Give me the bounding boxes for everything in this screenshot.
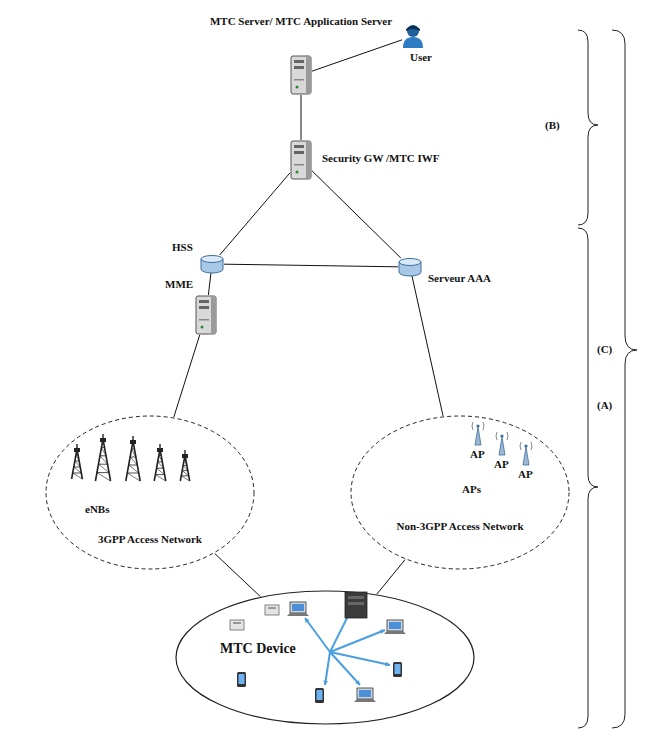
node-label: HSS <box>172 241 193 254</box>
node-shape <box>290 55 312 95</box>
connector-line <box>312 40 402 71</box>
node-label: Serveur AAA <box>428 272 491 285</box>
node-label: Non-3GPP Access Network <box>350 520 570 533</box>
node-label: User <box>410 51 432 64</box>
device-icon: MME <box>195 295 217 335</box>
node-shape <box>350 415 570 570</box>
brace-b <box>578 30 598 225</box>
network-ellipse: eNBs 3GPP Access Network <box>45 415 255 570</box>
connector-line <box>220 173 290 255</box>
bracket-label: (A) <box>597 399 612 412</box>
node-label: MTC Server/ MTC Application Server <box>195 15 407 28</box>
connector <box>174 335 200 417</box>
connector <box>377 560 405 595</box>
node-label: AP <box>518 468 533 481</box>
connector <box>312 171 401 258</box>
node-shape <box>200 255 224 273</box>
connector-line <box>174 335 200 417</box>
connector <box>215 554 261 597</box>
connector <box>220 173 290 255</box>
bracket-label: (B) <box>545 119 560 132</box>
connector <box>312 40 402 71</box>
connector-line <box>312 171 401 258</box>
device-icon: HSS <box>200 255 224 273</box>
node-shape <box>175 590 475 725</box>
node-label: AP <box>494 458 509 471</box>
node-shape <box>195 295 217 335</box>
device-icon: MTC Server/ MTC Application Server <box>290 55 312 95</box>
network-ellipse: AP AP AP APsNon-3GPP Access Network <box>350 415 570 570</box>
node-label: eNBs <box>85 503 109 516</box>
device-icon: Serveur AAA <box>398 258 422 276</box>
node-label: 3GPP Access Network <box>45 533 255 546</box>
connector-line <box>208 273 211 295</box>
device-icon: Security GW /MTC IWF <box>290 140 312 180</box>
node-shape <box>290 140 312 180</box>
brace-c <box>612 30 637 728</box>
connector <box>208 273 211 295</box>
bracket-label: (C) <box>597 343 612 356</box>
node-shape <box>398 258 422 276</box>
node-shape <box>45 415 255 570</box>
node-label: Security GW /MTC IWF <box>322 152 439 165</box>
connector <box>412 276 443 416</box>
connector-line <box>301 95 302 140</box>
node-label: MTC Device <box>220 640 296 657</box>
connector-line <box>412 276 443 416</box>
connector-line <box>224 264 398 267</box>
device-icon: User <box>402 24 424 48</box>
connector <box>224 264 398 267</box>
connector-line <box>215 554 261 597</box>
brace-a <box>578 228 598 728</box>
connector <box>301 95 302 140</box>
network-ellipse: MTC Device <box>175 590 475 725</box>
connector-line <box>377 560 405 595</box>
node-label: AP <box>470 448 485 461</box>
node-shape <box>402 24 424 48</box>
node-label: MME <box>165 278 193 291</box>
node-label: APs <box>462 483 481 496</box>
